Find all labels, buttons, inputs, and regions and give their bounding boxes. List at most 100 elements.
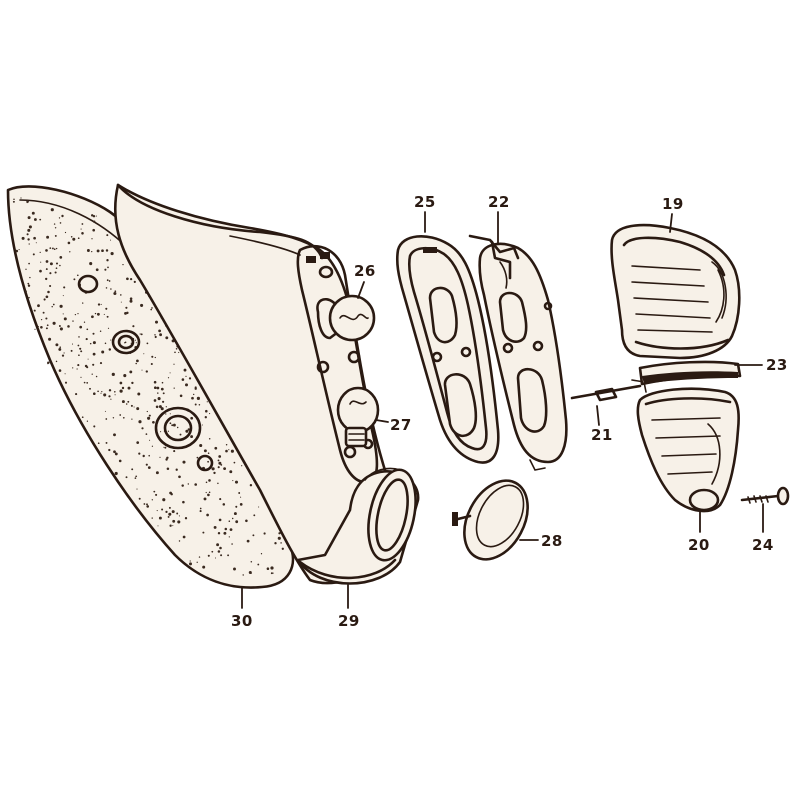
speckle-dot: [21, 236, 25, 240]
screw-slot: [306, 256, 316, 263]
screw-slot: [320, 252, 330, 259]
speckle-dot: [110, 339, 112, 341]
speckle-dot: [149, 439, 151, 441]
speckle-dot: [104, 342, 107, 345]
speckle-dot: [223, 467, 227, 471]
speckle-dot: [127, 400, 130, 403]
speckle-dot: [176, 512, 179, 515]
speckle-dot: [160, 431, 162, 433]
speckle-dot: [218, 461, 222, 465]
speckle-dot: [160, 407, 164, 411]
speckle-dot: [161, 508, 164, 511]
speckle-dot: [154, 356, 156, 359]
speckle-dot: [199, 510, 202, 513]
part-26-upper-bulb: [316, 294, 376, 342]
speckle-dot: [53, 248, 56, 251]
speckle-dot: [217, 466, 220, 469]
speckle-dot: [45, 260, 49, 263]
speckle-dot: [70, 349, 73, 352]
speckle-dot: [126, 311, 129, 315]
speckle-dot: [217, 482, 219, 485]
screw-hole: [111, 329, 141, 355]
speckle-dot: [114, 452, 118, 456]
part-20-lower-lens: [636, 387, 740, 513]
speckle-dot: [203, 449, 207, 453]
speckle-dot: [125, 476, 128, 479]
speckle-dot: [187, 428, 191, 431]
speckle-dot: [138, 420, 142, 424]
speckle-dot: [85, 338, 88, 341]
speckle-dot: [155, 471, 159, 475]
speckle-dot: [155, 405, 159, 409]
speckle-dot: [103, 313, 105, 315]
speckle-dot: [151, 445, 154, 447]
speckle-dot: [239, 503, 243, 506]
speckle-dot: [155, 320, 158, 324]
speckle-dot: [232, 480, 234, 482]
speckle-dot: [80, 228, 82, 230]
speckle-dot: [89, 387, 91, 390]
speckle-dot: [110, 398, 112, 400]
lamp-opening-inner: [163, 414, 193, 442]
speckle-dot: [158, 516, 162, 520]
speckle-dot: [24, 290, 27, 293]
speckle-dot: [230, 449, 234, 453]
speckle-dot: [130, 342, 132, 344]
speckle-dot: [78, 354, 80, 357]
speckle-dot: [92, 215, 96, 218]
speckle-dot: [157, 525, 159, 527]
speckle-dot: [182, 460, 186, 464]
speckle-dot: [45, 327, 48, 330]
speckle-dot: [165, 336, 169, 340]
speckle-dot: [252, 534, 255, 537]
speckle-dot: [103, 393, 107, 397]
speckle-dot: [213, 471, 216, 475]
speckle-dot: [74, 313, 77, 316]
speckle-dot: [206, 401, 208, 403]
speckle-dot: [145, 463, 148, 466]
speckle-dot: [91, 373, 93, 375]
speckle-dot: [94, 312, 97, 315]
speckle-dot: [64, 381, 68, 384]
speckle-dot: [235, 505, 238, 508]
speckle-dot: [119, 381, 123, 385]
leader-27: [375, 419, 389, 423]
speckle-dot: [208, 491, 211, 494]
speckle-dot: [178, 540, 181, 542]
speckle-dot: [108, 348, 112, 351]
speckle-dot: [270, 566, 274, 570]
speckle-dot: [153, 399, 157, 402]
speckle-dot: [80, 376, 82, 378]
speckle-dot: [131, 468, 134, 471]
speckle-dot: [55, 247, 58, 250]
speckle-dot: [104, 268, 107, 271]
speckle-dot: [196, 456, 199, 459]
speckle-dot: [171, 424, 174, 427]
speckle-dot: [111, 372, 115, 376]
speckle-dot: [95, 375, 98, 378]
speckle-dot: [229, 528, 233, 531]
speckle-dot: [40, 261, 42, 263]
speckle-dot: [27, 216, 31, 220]
speckle-dot: [205, 481, 208, 484]
speckle-dot: [95, 268, 99, 272]
speckle-dot: [231, 517, 234, 520]
speckle-dot: [209, 413, 211, 415]
speckle-dot: [42, 311, 45, 314]
callout-23: 23: [766, 356, 788, 374]
speckle-dot: [245, 519, 248, 523]
callout-20: 20: [688, 536, 710, 554]
speckle-dot: [107, 327, 110, 329]
speckle-dot: [152, 420, 155, 424]
speckle-dot: [137, 392, 141, 396]
gasket-slot: [423, 247, 437, 253]
speckle-dot: [34, 310, 36, 312]
speckle-dot: [39, 218, 42, 221]
speckle-dot: [130, 404, 133, 407]
speckle-dot: [229, 470, 233, 474]
speckle-dot: [223, 531, 227, 535]
speckle-dot: [203, 497, 207, 501]
speckle-dot: [143, 353, 145, 355]
speckle-dot: [218, 455, 222, 458]
speckle-dot: [86, 328, 89, 331]
